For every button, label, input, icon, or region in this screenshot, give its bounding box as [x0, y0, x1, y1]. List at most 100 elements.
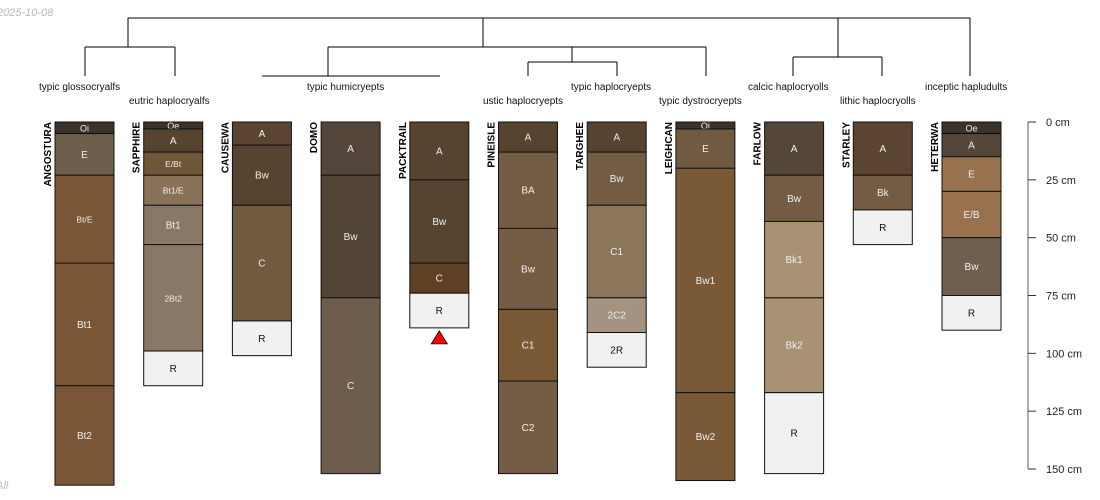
- horizon-label: A: [613, 133, 620, 144]
- date-stamp: 2025-10-08: [0, 7, 54, 19]
- horizon-r: [143, 350, 204, 387]
- horizon-label: A: [791, 144, 798, 155]
- horizon-r: [852, 209, 913, 246]
- dendrogram: [84, 17, 971, 77]
- horizon-c2: [498, 380, 558, 475]
- profile-name: LEIGHCAN: [664, 122, 675, 174]
- horizon-bw1: [675, 167, 736, 394]
- horizon-label: Oe: [965, 123, 977, 133]
- axis-tick-label: 25 cm: [1046, 175, 1076, 187]
- horizon-label: A: [525, 133, 532, 144]
- profile-name: PACKTRAIL: [398, 122, 409, 179]
- axis-tick-label: 50 cm: [1046, 233, 1076, 245]
- horizon-a: [409, 121, 470, 181]
- horizon-label: 2R: [610, 345, 623, 356]
- profile-name: HETERWA: [930, 122, 941, 172]
- horizon-label: Bw: [787, 194, 802, 205]
- horizon-label: A: [259, 129, 266, 140]
- horizon-a: [498, 121, 558, 153]
- horizon-label: Oi: [701, 121, 710, 131]
- horizon-label: Bw: [432, 217, 447, 228]
- horizon-label: Bw: [521, 264, 536, 275]
- horizon-bk: [852, 174, 913, 211]
- horizon-ba: [498, 151, 558, 229]
- axis-tick-label: 75 cm: [1046, 291, 1076, 303]
- horizon-label: C: [258, 259, 265, 270]
- taxon-label: typic dystrocryepts: [659, 96, 742, 107]
- horizon-r: [231, 320, 292, 357]
- horizon-label: R: [968, 308, 975, 319]
- taxon-label: inceptic hapludults: [925, 82, 1007, 93]
- taxon-label: calcic haplocryolls: [748, 82, 829, 93]
- horizon-r: [941, 295, 1002, 331]
- taxon-label: ustic haplocryepts: [483, 96, 563, 107]
- horizon-label: A: [347, 144, 354, 155]
- horizon-bt2: [54, 385, 115, 486]
- horizon-bw: [764, 174, 825, 222]
- axis-tick-label: 0 cm: [1046, 117, 1070, 129]
- horizon-label: Bw: [255, 171, 270, 182]
- horizon-label: E: [81, 150, 88, 161]
- horizon-label: C2: [522, 423, 535, 434]
- horizon-bw: [498, 227, 558, 310]
- horizon-label: Bt1: [166, 220, 181, 231]
- horizon-2bt2: [143, 244, 204, 352]
- horizon-label: Bt/E: [76, 215, 92, 225]
- horizon-c: [409, 262, 470, 294]
- horizon-label: R: [258, 334, 265, 345]
- horizon-bw: [941, 237, 1002, 297]
- horizon-label: A: [968, 141, 975, 152]
- horizon-e: [54, 133, 115, 176]
- horizon-label: E: [968, 170, 975, 181]
- horizon-label: Bt2: [77, 431, 92, 442]
- horizon-bw: [320, 174, 381, 299]
- soil-profile-domo: DOMO A BwC: [309, 121, 381, 475]
- horizon-label: A: [170, 136, 177, 147]
- horizon-2r: [586, 332, 647, 368]
- horizon-label: R: [790, 429, 797, 440]
- horizon-label: 2Bt2: [164, 293, 182, 303]
- axis-tick-label: 150 cm: [1046, 464, 1082, 476]
- depth-axis: 0 cm 25 cm 50 cm 75 cm 100 cm 125 cm 150 cm: [1027, 117, 1082, 476]
- horizon-label: E/Bt: [165, 159, 182, 169]
- horizon-label: Bk1: [785, 255, 803, 266]
- horizon-e: [675, 128, 736, 169]
- profile-name: TARGHEE: [575, 122, 586, 170]
- horizon-label: Bw: [610, 174, 625, 185]
- profile-name: DOMO: [309, 122, 320, 153]
- horizon-label: R: [170, 364, 177, 375]
- horizon-r: [409, 292, 470, 329]
- horizon-label: C: [347, 381, 354, 392]
- horizon-eb: [941, 190, 1002, 239]
- horizon-bt1: [143, 204, 204, 246]
- horizon-label: Bt1/E: [163, 186, 184, 196]
- horizon-label: C1: [610, 247, 623, 258]
- taxon-label: typic haplocryepts: [571, 82, 651, 93]
- horizon-label: E/B: [963, 210, 979, 221]
- horizon-label: Oi: [80, 123, 89, 133]
- profile-name: ANGOSTURA: [43, 122, 54, 186]
- horizon-bte: [54, 174, 115, 264]
- horizon-label: Oe: [167, 121, 179, 131]
- axis-tick-label: 125 cm: [1046, 406, 1082, 418]
- axis-tick-label: 100 cm: [1046, 348, 1082, 360]
- horizon-label: Bw1: [696, 276, 716, 287]
- horizon-label: C: [436, 274, 443, 285]
- horizon-r: [764, 392, 825, 475]
- horizon-label: Bw: [344, 232, 359, 243]
- taxon-label: typic glossocryalfs: [39, 82, 120, 93]
- horizon-label: Bw2: [696, 432, 716, 443]
- horizon-c1: [498, 308, 558, 382]
- taxon-label: lithic haplocryolls: [840, 96, 916, 107]
